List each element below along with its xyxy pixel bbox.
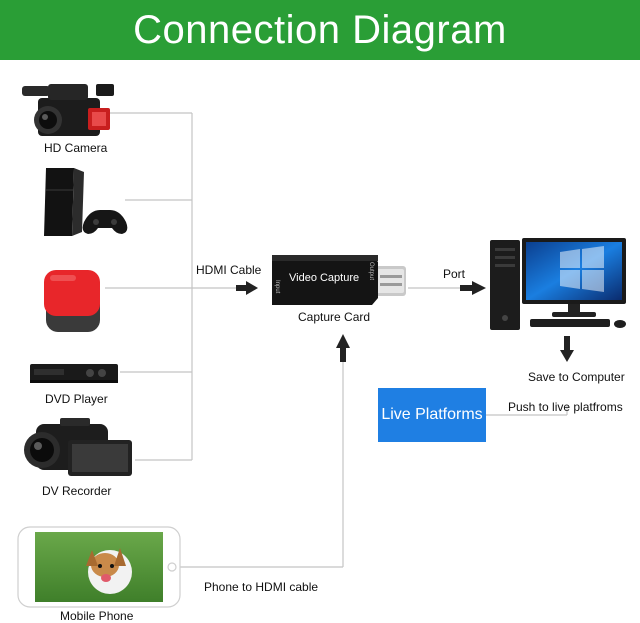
label-hdmi-cable: HDMI Cable xyxy=(196,263,262,277)
arrows xyxy=(236,281,574,362)
capture-card-port-in: Input xyxy=(274,280,280,294)
label-push-to-live: Push to live platfroms xyxy=(508,400,623,414)
mobile-phone-icon xyxy=(17,526,181,608)
label-save-to-computer: Save to Computer xyxy=(528,370,625,384)
label-capture-card: Capture Card xyxy=(298,310,371,324)
red-device-icon xyxy=(44,270,100,332)
dv-recorder-icon xyxy=(24,418,132,476)
connection-lines xyxy=(105,112,568,568)
arrow-save-down xyxy=(560,336,574,362)
live-platforms-label: Live Platforms xyxy=(381,406,483,423)
capture-card-port-out: Output xyxy=(368,262,374,281)
label-phone-cable: Phone to HDMI cable xyxy=(204,580,319,594)
capture-card-icon xyxy=(272,255,406,305)
label-dvd-player: DVD Player xyxy=(45,392,108,406)
live-platforms-box: Live Platforms xyxy=(378,388,486,442)
page-title: Connection Diagram xyxy=(133,8,507,52)
arrow-phone-up xyxy=(336,334,350,362)
hd-camera-icon xyxy=(22,84,114,136)
label-mobile-phone: Mobile Phone xyxy=(60,609,134,623)
dvd-player-icon xyxy=(30,364,118,383)
capture-card-body-text: Video Capture xyxy=(289,272,360,284)
arrow-hdmi-in xyxy=(236,281,258,295)
arrow-port xyxy=(460,281,486,295)
computer-icon xyxy=(490,238,626,330)
label-dv-recorder: DV Recorder xyxy=(42,484,112,498)
label-port: Port xyxy=(443,267,466,281)
label-hd-camera: HD Camera xyxy=(44,141,108,155)
header-bar xyxy=(0,0,640,60)
game-console-icon xyxy=(44,168,128,236)
